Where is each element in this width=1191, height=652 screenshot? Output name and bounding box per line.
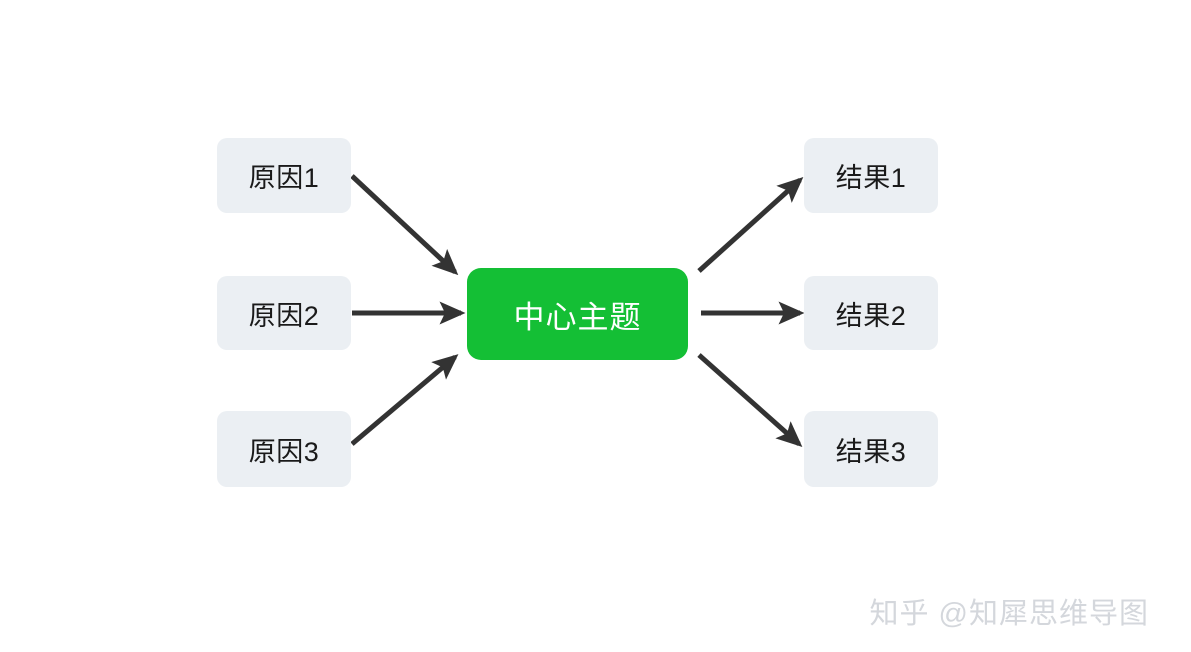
cause-node-2[interactable]: 原因2 [217, 276, 351, 350]
effect-node-1-label: 结果1 [835, 163, 907, 193]
cause-node-2-label: 原因2 [248, 300, 320, 331]
effect-node-2-label: 结果2 [835, 300, 907, 331]
cause-node-1[interactable]: 原因1 [217, 138, 351, 213]
effect-node-3-label: 结果3 [835, 436, 907, 467]
arrow-cause3-to-center [350, 354, 459, 446]
effect-node-2[interactable]: 结果2 [804, 276, 938, 350]
center-topic-label: 中心主题 [513, 299, 642, 335]
watermark-text: 知乎 @知犀思维导图 [869, 598, 1149, 630]
arrow-center-to-effect1 [697, 176, 804, 273]
effect-node-1[interactable]: 结果1 [804, 138, 938, 213]
effect-node-3[interactable]: 结果3 [804, 411, 938, 487]
cause-node-3[interactable]: 原因3 [217, 411, 351, 487]
arrow-cause1-to-center [350, 174, 459, 276]
arrow-center-to-effect3 [697, 353, 803, 447]
cause-node-1-label: 原因1 [248, 163, 320, 193]
center-topic-node[interactable]: 中心主题 [467, 268, 688, 360]
cause-node-3-label: 原因3 [248, 436, 320, 467]
